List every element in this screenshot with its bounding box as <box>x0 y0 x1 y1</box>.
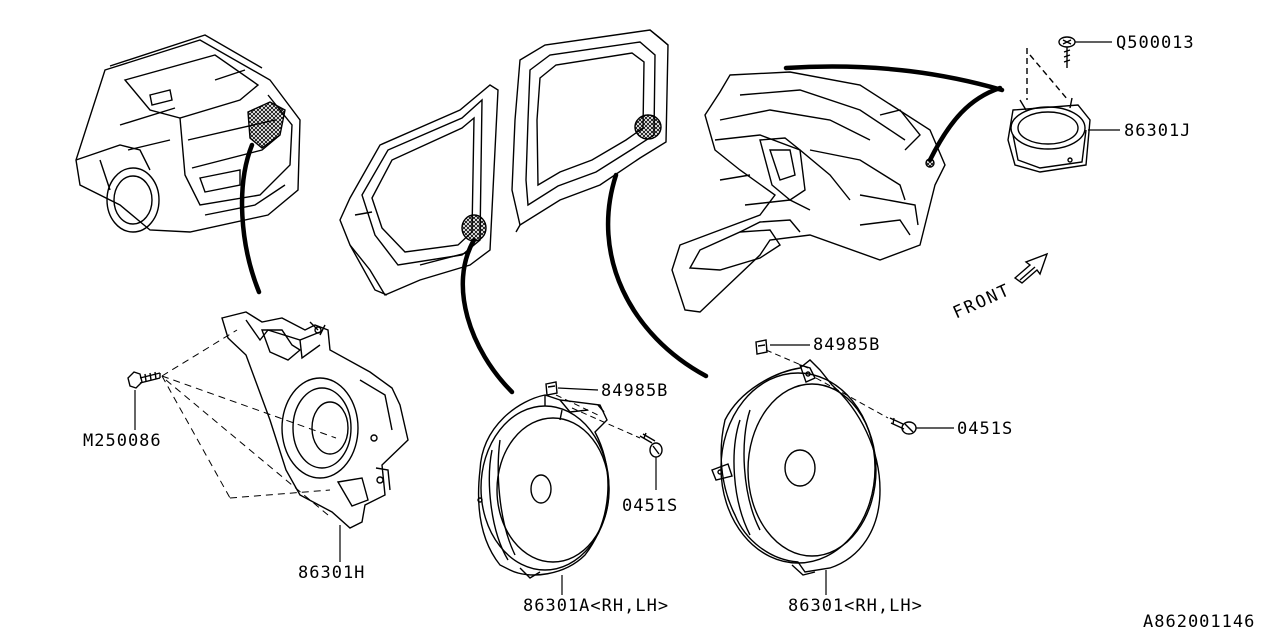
screw-0451s-mid <box>639 432 663 458</box>
speaker-86301a-dashed-guides <box>555 394 641 439</box>
speaker-86301h <box>221 311 409 529</box>
label-m250086: M250086 <box>83 431 162 451</box>
speaker-86301h-dashed-guides <box>161 329 337 516</box>
label-leader-lines <box>134 41 1120 595</box>
instrument-panel <box>671 71 946 313</box>
leader-curves <box>239 64 1005 395</box>
label-0451s-mid: 0451S <box>622 496 679 516</box>
label-86301h: 86301H <box>298 563 366 583</box>
label-q500013: Q500013 <box>1116 33 1195 53</box>
speaker-86301a <box>477 394 610 579</box>
clip-84985b-mid <box>545 381 558 396</box>
front-door-frame <box>511 29 669 233</box>
rear-door-frame <box>339 84 499 296</box>
label-84985b-mid: 84985B <box>601 381 669 401</box>
screw-q500013 <box>1058 36 1076 68</box>
speaker-86301 <box>711 359 881 576</box>
front-direction-arrow <box>1013 252 1049 284</box>
label-0451s-right: 0451S <box>957 419 1014 439</box>
label-86301j: 86301J <box>1124 121 1192 141</box>
speaker-86301-dashed-guides <box>765 349 889 419</box>
label-84985b-top: 84985B <box>813 335 881 355</box>
label-86301a: 86301A<RH,LH> <box>523 596 670 616</box>
tweeter-speaker-86301j <box>1007 48 1091 173</box>
diagram-id: A862001146 <box>1143 612 1256 632</box>
clip-84985b-top <box>755 339 768 355</box>
label-86301: 86301<RH,LH> <box>788 596 923 616</box>
screw-0451s-right <box>889 417 917 435</box>
vehicle-rear-view <box>75 34 301 233</box>
bolt-m250086 <box>127 371 161 389</box>
